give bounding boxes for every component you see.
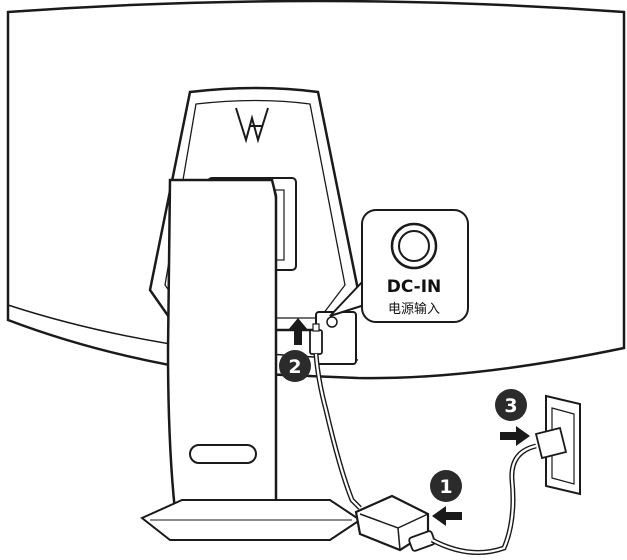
power-cord-inner bbox=[431, 444, 537, 554]
cable-management-hole bbox=[189, 444, 257, 464]
dc-in-port-inner-icon bbox=[398, 230, 430, 262]
step-badge-1: 1 bbox=[430, 470, 462, 502]
step-badge-3: 3 bbox=[495, 389, 527, 421]
dc-in-label: DC-IN bbox=[387, 277, 442, 297]
dc-cable-inner bbox=[314, 353, 361, 509]
dc-in-label-cn: 电源输入 bbox=[388, 301, 440, 317]
power-adapter-edges bbox=[359, 513, 429, 551]
arrow-left-icon bbox=[432, 506, 462, 526]
arrow-up-icon bbox=[288, 318, 308, 345]
stand-neck bbox=[166, 178, 278, 522]
dc-in-port-small bbox=[326, 316, 338, 328]
dc-plug bbox=[309, 329, 323, 355]
svg-text:1: 1 bbox=[439, 476, 452, 498]
stand-neck-edge bbox=[271, 179, 277, 201]
dc-plug-tip bbox=[312, 323, 320, 332]
svg-text:3: 3 bbox=[504, 395, 517, 417]
wall-plug bbox=[534, 426, 568, 460]
step-badge-2: 2 bbox=[279, 350, 311, 382]
callout-pointer-mask bbox=[364, 296, 384, 304]
brand-logo-icon bbox=[235, 107, 269, 144]
ac-connector bbox=[408, 530, 436, 552]
arrow-right-icon bbox=[500, 426, 530, 446]
svg-text:2: 2 bbox=[288, 356, 301, 378]
